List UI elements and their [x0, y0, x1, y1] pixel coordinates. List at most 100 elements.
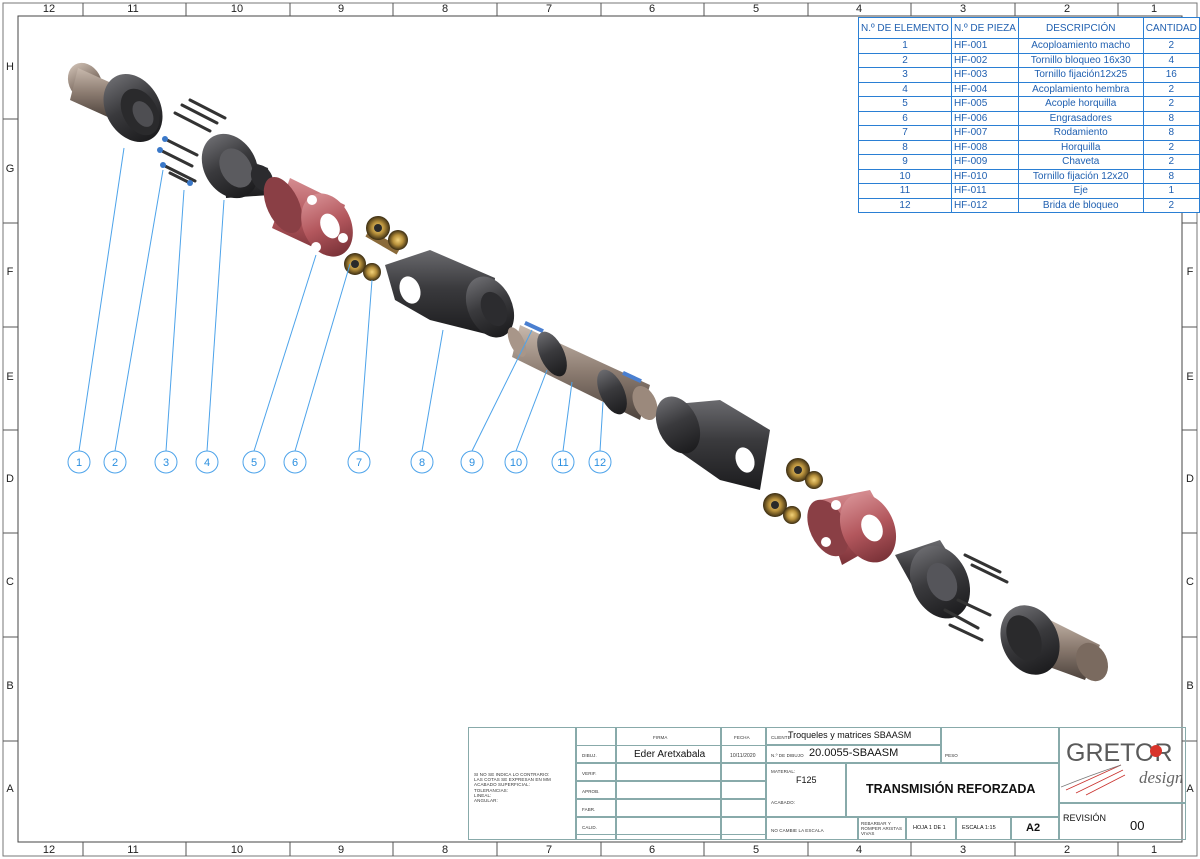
- escala-note-cell: [766, 817, 858, 840]
- zone-row-left-H: H: [6, 61, 14, 73]
- bom-cell-elemento: 9: [858, 154, 952, 170]
- balloon-2: 2: [103, 450, 127, 474]
- role-label: DIBUJ.: [582, 753, 597, 758]
- bom-cell-pieza: HF-012: [950, 197, 1019, 213]
- balloon-11: 11: [551, 450, 575, 474]
- drawing-title: TRANSMISIÓN REFORZADA: [866, 782, 1036, 796]
- balloon-10: 10: [504, 450, 528, 474]
- balloon-12: 12: [588, 450, 612, 474]
- zone-col-bottom-4: 4: [856, 844, 862, 856]
- bom-cell-elemento: 10: [858, 168, 952, 184]
- role-label: FABR.: [582, 807, 596, 812]
- zone-col-bottom-11: 11: [127, 844, 138, 856]
- bom-cell-descripcion: Tornillo bloqueo 16x30: [1017, 52, 1144, 68]
- zone-col-bottom-2: 2: [1064, 844, 1070, 856]
- balloon-circle: [460, 450, 484, 474]
- note-line: LAS COTAS SE EXPRESAN EN MM: [474, 777, 551, 783]
- balloon-6: 6: [283, 450, 307, 474]
- role-row-line: [576, 781, 766, 799]
- logo-cell: [1059, 727, 1186, 803]
- zone-col-top-1: 1: [1151, 3, 1157, 15]
- bom-cell-elemento: 11: [858, 183, 952, 199]
- bom-cell-cantidad: 8: [1142, 125, 1200, 141]
- zone-col-top-6: 6: [649, 3, 655, 15]
- cliente-value: Troqueles y matrices SBAASM: [788, 730, 912, 740]
- bom-cell-cantidad: 2: [1142, 139, 1200, 155]
- note-line: SI NO SE INDICA LO CONTRARIO:: [474, 772, 550, 777]
- zone-row-right-C: C: [1186, 576, 1194, 588]
- cliente-label: CLIENTE: [771, 735, 791, 740]
- bom-cell-pieza: HF-010: [950, 168, 1019, 184]
- logo-sub-text: design: [1139, 768, 1183, 787]
- balloon-3: 3: [154, 450, 178, 474]
- balloon-number: 12: [594, 457, 606, 469]
- balloon-circle: [347, 450, 371, 474]
- hoja-value: HOJA 1 DE 1: [913, 825, 946, 831]
- bom-cell-pieza: HF-003: [950, 67, 1019, 83]
- bom-cell-cantidad: 1: [1142, 183, 1200, 199]
- part-12-locking-flanges: [537, 331, 627, 415]
- zone-row-left-G: G: [6, 163, 15, 175]
- logo-dot: [1150, 745, 1162, 757]
- balloon-5: 5: [242, 450, 266, 474]
- note-line: LINEAL:: [474, 792, 492, 798]
- balloon-number: 5: [251, 457, 257, 469]
- fecha-label: FECHA: [734, 735, 750, 740]
- balloon-number: 8: [419, 457, 425, 469]
- zone-row-left-F: F: [7, 266, 14, 278]
- material-cell: [766, 763, 846, 817]
- title-block: SI NO SE INDICA LO CONTRARIO:LAS COTAS S…: [468, 727, 1186, 840]
- material-label: MATERIAL:: [771, 769, 796, 774]
- balloon-number: 7: [356, 457, 362, 469]
- formato-cell: [1011, 817, 1059, 840]
- zone-col-top-11: 11: [127, 3, 138, 15]
- balloon-number: 10: [510, 457, 522, 469]
- zone-col-bottom-7: 7: [546, 844, 552, 856]
- role-label: CALID.: [582, 825, 598, 830]
- zone-col-bottom-1: 1: [1151, 844, 1157, 856]
- bom-cell-elemento: 2: [858, 52, 952, 68]
- role-label: APROB.: [582, 789, 600, 794]
- bom-cell-cantidad: 2: [1142, 81, 1200, 97]
- bom-cell-pieza: HF-006: [950, 110, 1019, 126]
- part-8-yoke: [385, 250, 515, 338]
- escala-value: ESCALA 1:15: [962, 825, 996, 831]
- bom-cell-descripcion: Acoploamiento macho: [1017, 38, 1144, 54]
- balloon-circle: [504, 450, 528, 474]
- escala-cell: [956, 817, 1011, 840]
- bom-cell-pieza: HF-005: [950, 96, 1019, 112]
- bill-of-materials-table: N.º DE ELEMENTO N.º DE PIEZA DESCRIPCIÓN…: [858, 17, 1200, 213]
- bom-cell-descripcion: Brida de bloqueo: [1017, 197, 1144, 213]
- rebarbar-label: REBARBAR Y ROMPER ARISTAS VIVAS: [861, 821, 903, 836]
- bom-cell-descripcion: Horquilla: [1017, 139, 1144, 155]
- bom-cell-cantidad: 8: [1142, 168, 1200, 184]
- zone-col-top-2: 2: [1064, 3, 1070, 15]
- bom-header-cantidad: CANTIDAD: [1142, 17, 1200, 39]
- balloon-circle: [283, 450, 307, 474]
- zone-col-bottom-3: 3: [960, 844, 966, 856]
- zone-row-left-B: B: [6, 680, 13, 692]
- balloon-number: 4: [204, 457, 210, 469]
- bom-cell-elemento: 12: [858, 197, 952, 213]
- rebarbar-cell: [858, 817, 906, 840]
- zone-row-right-D: D: [1186, 473, 1194, 485]
- screw-heads: [157, 136, 193, 186]
- dibujo-label: N.º DE DIBUJO: [771, 753, 804, 758]
- bom-cell-elemento: 3: [858, 67, 952, 83]
- zone-col-bottom-6: 6: [649, 844, 655, 856]
- zone-row-right-E: E: [1186, 371, 1193, 383]
- note-line: TOLERANCIAS:: [474, 787, 509, 793]
- balloon-number: 6: [292, 457, 298, 469]
- zone-col-top-8: 8: [442, 3, 448, 15]
- bom-cell-cantidad: 4: [1142, 52, 1200, 68]
- bom-cell-descripcion: Acople horquilla: [1017, 96, 1144, 112]
- zone-row-left-C: C: [6, 576, 14, 588]
- bom-cell-elemento: 5: [858, 96, 952, 112]
- material-value: F125: [796, 775, 817, 785]
- balloon-circle: [410, 450, 434, 474]
